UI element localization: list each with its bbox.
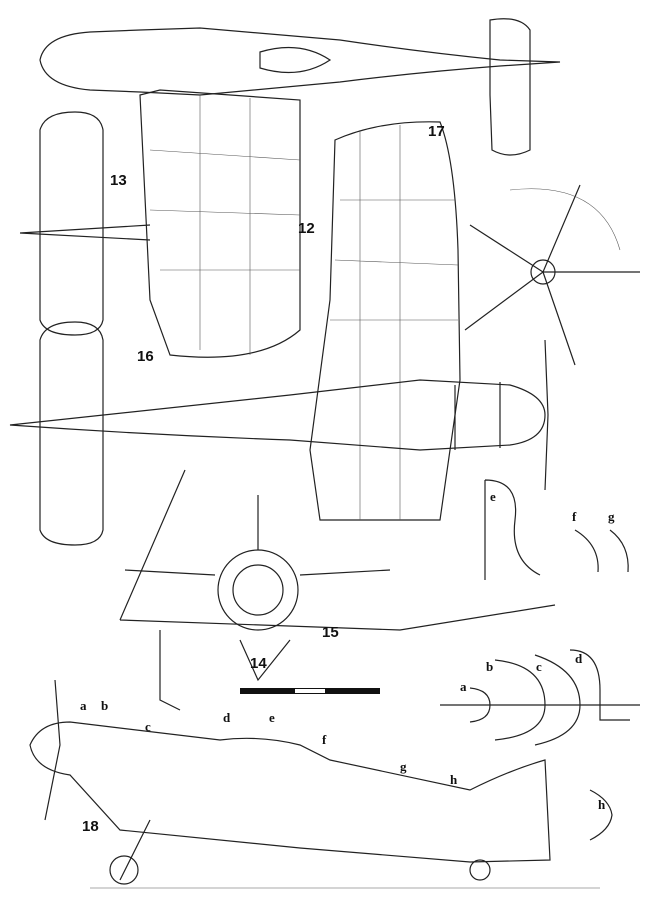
top-view bbox=[39, 18, 561, 358]
section-label-e: e bbox=[490, 489, 496, 504]
station-g: g bbox=[400, 759, 407, 774]
tailplane-views bbox=[19, 111, 151, 546]
section-label-b: b bbox=[486, 659, 494, 674]
station-c: c bbox=[145, 719, 151, 734]
side-view bbox=[29, 679, 600, 889]
callout-14: 14 bbox=[250, 655, 267, 672]
station-h: h bbox=[450, 772, 458, 787]
station-a: a bbox=[80, 698, 87, 713]
section-profiles bbox=[440, 479, 640, 841]
callout-15: 15 bbox=[322, 624, 339, 641]
station-b: b bbox=[101, 698, 109, 713]
callout-12: 12 bbox=[298, 220, 315, 237]
station-e: e bbox=[269, 710, 275, 725]
wing-view bbox=[9, 121, 549, 521]
front-view bbox=[119, 469, 556, 711]
section-label-g: g bbox=[608, 509, 615, 524]
callout-16: 16 bbox=[137, 348, 154, 365]
section-label-a: a bbox=[460, 679, 467, 694]
propeller-front-view bbox=[464, 184, 640, 366]
callout-18: 18 bbox=[82, 818, 99, 835]
section-label-d: d bbox=[575, 651, 583, 666]
scale-bar bbox=[240, 688, 380, 694]
callout-13: 13 bbox=[110, 172, 127, 189]
section-label-f: f bbox=[572, 509, 577, 524]
station-f: f bbox=[322, 732, 327, 747]
section-label-c: c bbox=[536, 659, 542, 674]
station-d: d bbox=[223, 710, 231, 725]
section-label-h: h bbox=[598, 797, 606, 812]
callout-17: 17 bbox=[428, 123, 445, 140]
